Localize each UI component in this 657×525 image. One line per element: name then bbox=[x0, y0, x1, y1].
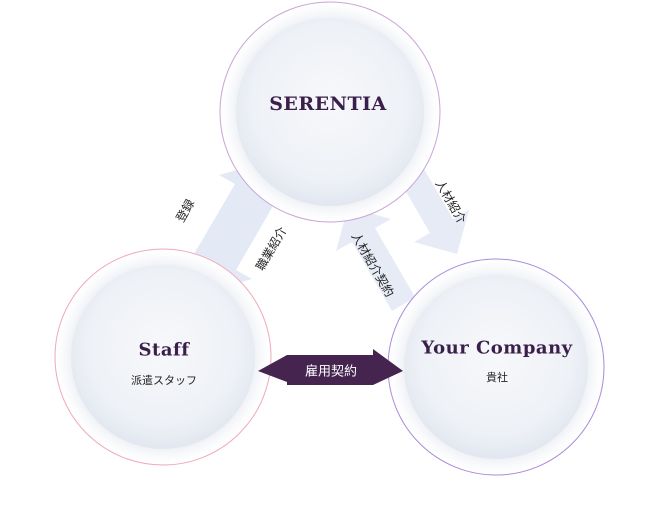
node-serentia bbox=[219, 1, 441, 223]
staff-title: Staff bbox=[138, 339, 190, 361]
label-employment-contract: 雇用契約 bbox=[304, 364, 358, 380]
serentia-title: SERENTIA bbox=[269, 93, 387, 115]
company-title: Your Company bbox=[421, 337, 573, 359]
arrow-company-to-serentia bbox=[336, 207, 422, 311]
node-company bbox=[387, 258, 605, 476]
staff-subtitle: 派遣スタッフ bbox=[131, 374, 197, 387]
node-staff bbox=[54, 248, 272, 466]
contract-arrow bbox=[258, 349, 403, 385]
company-subtitle: 貴社 bbox=[486, 371, 508, 384]
arrow-serentia-to-staff bbox=[196, 174, 290, 291]
